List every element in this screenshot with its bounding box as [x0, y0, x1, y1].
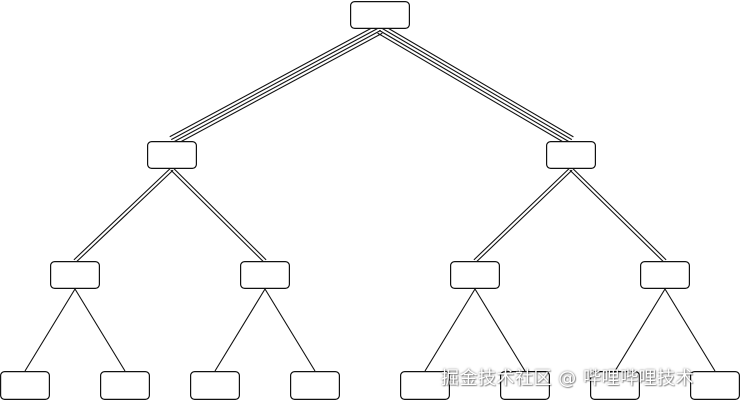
- tree-node-d3-4: [400, 371, 451, 401]
- tree-edge-d1-p1-left-line1: [473, 167, 571, 261]
- tree-edge-d2-p0-left-line0: [24, 288, 76, 372]
- tree-edge-d0-p0-left-line1: [172, 29, 382, 143]
- tree-node-d3-7: [689, 371, 740, 401]
- tree-node-d2-0: [49, 261, 100, 290]
- tree-edge-d0-p0-right-line2: [378, 29, 571, 143]
- tree-node-d3-0: [0, 371, 50, 401]
- tree-edge-d2-p3-left-line0: [614, 288, 666, 372]
- tree-edge-d2-p2-right-line0: [474, 288, 526, 372]
- tree-edge-d1-p0-right-line1: [170, 169, 265, 263]
- tree-node-d2-1: [240, 261, 291, 290]
- watermark-text: 掘金技术社区 @ 哔哩哔哩技术: [441, 368, 694, 389]
- tree-node-d1-1: [545, 141, 596, 170]
- tree-node-d3-5: [500, 371, 551, 401]
- tree-edge-d2-p1-right-line0: [264, 288, 316, 372]
- tree-edge-d1-p1-left-line0: [475, 169, 573, 263]
- tree-edge-d1-p1-right-line0: [571, 167, 667, 261]
- tree-node-d3-1: [99, 371, 150, 401]
- tree-edge-d1-p0-right-line0: [172, 167, 267, 261]
- tree-node-d1-0: [147, 141, 198, 170]
- tree-edge-d2-p1-left-line0: [214, 288, 266, 372]
- tree-edge-d1-p0-left-line0: [75, 169, 174, 263]
- tree-node-d0-0: [350, 1, 411, 29]
- tree-edge-d0-p0-right-line3: [377, 32, 569, 146]
- tree-edge-d1-p0-left-line1: [73, 167, 172, 261]
- tree-node-d2-3: [639, 261, 690, 290]
- tree-edge-d0-p0-right-line0: [382, 24, 574, 138]
- tree-edge-d2-p2-left-line0: [424, 288, 476, 372]
- tree-node-d2-2: [450, 261, 501, 290]
- tree-node-d3-2: [190, 371, 241, 401]
- tree-edge-d2-p0-right-line0: [74, 288, 126, 372]
- tree-edge-d0-p0-left-line3: [169, 24, 378, 138]
- tree-node-d3-6: [589, 371, 640, 401]
- tree-node-d3-3: [290, 371, 341, 401]
- tree-edge-d2-p3-right-line0: [664, 288, 716, 372]
- tree-edge-d0-p0-left-line0: [174, 32, 383, 146]
- tree-edge-d0-p0-left-line2: [170, 27, 380, 141]
- tree-edge-d1-p1-right-line1: [569, 169, 665, 263]
- tree-edge-d0-p0-right-line1: [380, 27, 573, 141]
- edges-layer: [24, 24, 716, 372]
